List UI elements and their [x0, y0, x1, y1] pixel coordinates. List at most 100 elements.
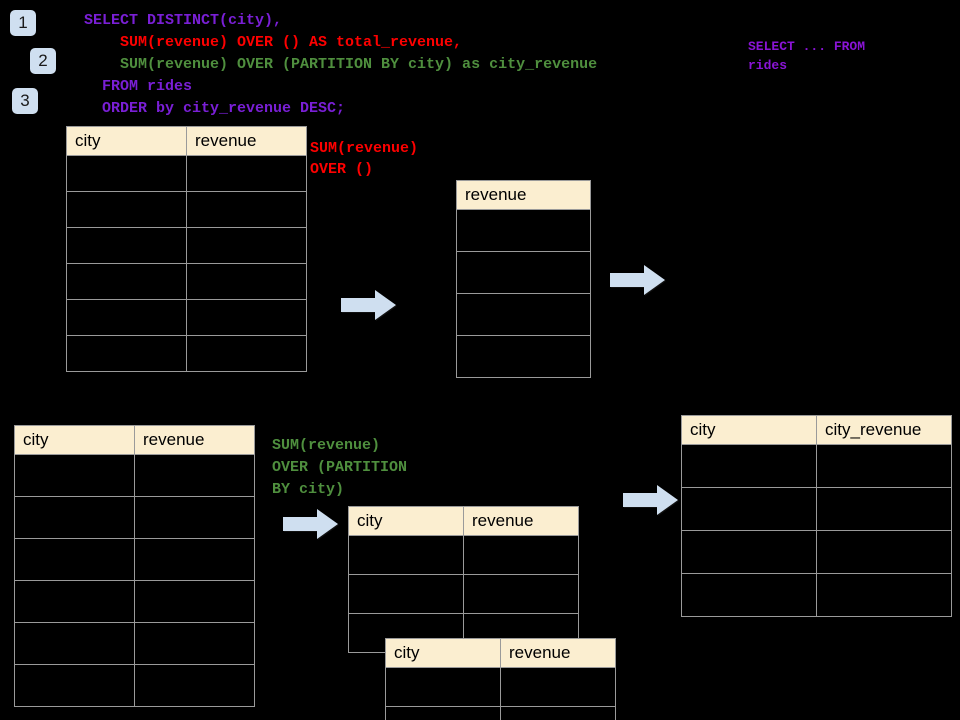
column-header-city: city: [348, 506, 464, 536]
step-badge-1: 1: [10, 10, 36, 36]
table-row: [348, 574, 579, 614]
step-badge-3: 3: [12, 88, 38, 114]
annotation-select-from: SELECT ... FROM rides: [748, 39, 866, 73]
table-row: [456, 335, 591, 378]
cell: [186, 191, 307, 228]
column-header-revenue: revenue: [500, 638, 616, 668]
table-row: [14, 496, 255, 539]
table-header-row: city revenue: [14, 425, 255, 455]
cell: [66, 335, 187, 372]
cell: [681, 487, 817, 531]
table-row: [456, 293, 591, 336]
cell: [66, 263, 187, 300]
cell: [14, 496, 135, 539]
cell: [14, 580, 135, 623]
sql-line-sum-over-partition: SUM(revenue) OVER (PARTITION BY city) as…: [84, 56, 598, 73]
step-badge-2: 2: [30, 48, 56, 74]
table-row: [14, 580, 255, 623]
table-row: [66, 191, 307, 228]
cell: [463, 574, 579, 614]
result-table: city city_revenue: [681, 415, 952, 617]
table-row: [456, 209, 591, 252]
table-row: [66, 263, 307, 300]
cell: [500, 667, 616, 707]
table-row: [66, 155, 307, 192]
column-header-city-revenue: city_revenue: [816, 415, 952, 445]
cell: [186, 155, 307, 192]
cell: [456, 335, 591, 378]
cell: [14, 538, 135, 581]
cell: [66, 191, 187, 228]
table-row: [681, 444, 952, 488]
cell: [681, 444, 817, 488]
table-header-row: city revenue: [348, 506, 579, 536]
cell: [134, 622, 255, 665]
table-row: [385, 706, 616, 720]
arrow-partition-to-result: [623, 485, 678, 515]
total-revenue-table: revenue: [456, 180, 591, 378]
cell: [14, 622, 135, 665]
cell: [385, 667, 501, 707]
cell: [66, 299, 187, 336]
cell: [186, 227, 307, 264]
table-row: [385, 667, 616, 707]
cell: [500, 706, 616, 720]
table-row: [14, 622, 255, 665]
table-header-row: city revenue: [66, 126, 307, 156]
cell: [134, 496, 255, 539]
column-header-revenue: revenue: [186, 126, 307, 156]
cell: [463, 535, 579, 575]
table-row: [681, 530, 952, 574]
sql-line-from: FROM rides: [84, 78, 193, 95]
annotation-sum-over-partition: SUM(revenue) OVER (PARTITION BY city): [272, 437, 408, 498]
column-header-revenue: revenue: [463, 506, 579, 536]
column-header-city: city: [385, 638, 501, 668]
sql-line-select: SELECT DISTINCT(city),: [84, 12, 283, 29]
cell: [681, 573, 817, 617]
sql-line-order-by: ORDER by city_revenue DESC;: [84, 100, 346, 117]
arrow-total-to-result: [610, 265, 665, 295]
table-row: [14, 454, 255, 497]
table-row: [14, 664, 255, 707]
table-row: [456, 251, 591, 294]
rides-source-table: city revenue: [66, 126, 307, 372]
table-header-row: city city_revenue: [681, 415, 952, 445]
cell: [186, 335, 307, 372]
cell: [456, 251, 591, 294]
cell: [186, 299, 307, 336]
table-row: [14, 538, 255, 581]
partition-group-back: city revenue: [348, 506, 579, 653]
table-row: [66, 299, 307, 336]
cell: [816, 530, 952, 574]
cell: [681, 530, 817, 574]
cell: [14, 664, 135, 707]
cell: [816, 444, 952, 488]
cell: [134, 538, 255, 581]
cell: [134, 454, 255, 497]
column-header-city: city: [681, 415, 817, 445]
table-header-row: revenue: [456, 180, 591, 210]
cell: [348, 535, 464, 575]
arrow-rides-to-total: [341, 290, 396, 320]
cell: [186, 263, 307, 300]
column-header-city: city: [14, 425, 135, 455]
cell: [816, 487, 952, 531]
cell: [66, 155, 187, 192]
sql-line-sum-over-empty: SUM(revenue) OVER () AS total_revenue,: [84, 34, 463, 51]
table-header-row: city revenue: [385, 638, 616, 668]
cell: [456, 293, 591, 336]
cell: [385, 706, 501, 720]
rides-source-table-partitioned: city revenue: [14, 425, 255, 707]
table-row: [681, 573, 952, 617]
cell: [66, 227, 187, 264]
table-row: [66, 335, 307, 372]
table-row: [348, 535, 579, 575]
cell: [134, 664, 255, 707]
column-header-revenue: revenue: [456, 180, 591, 210]
cell: [348, 574, 464, 614]
table-row: [66, 227, 307, 264]
cell: [456, 209, 591, 252]
table-row: [681, 487, 952, 531]
partition-group-front: city revenue: [385, 638, 616, 720]
